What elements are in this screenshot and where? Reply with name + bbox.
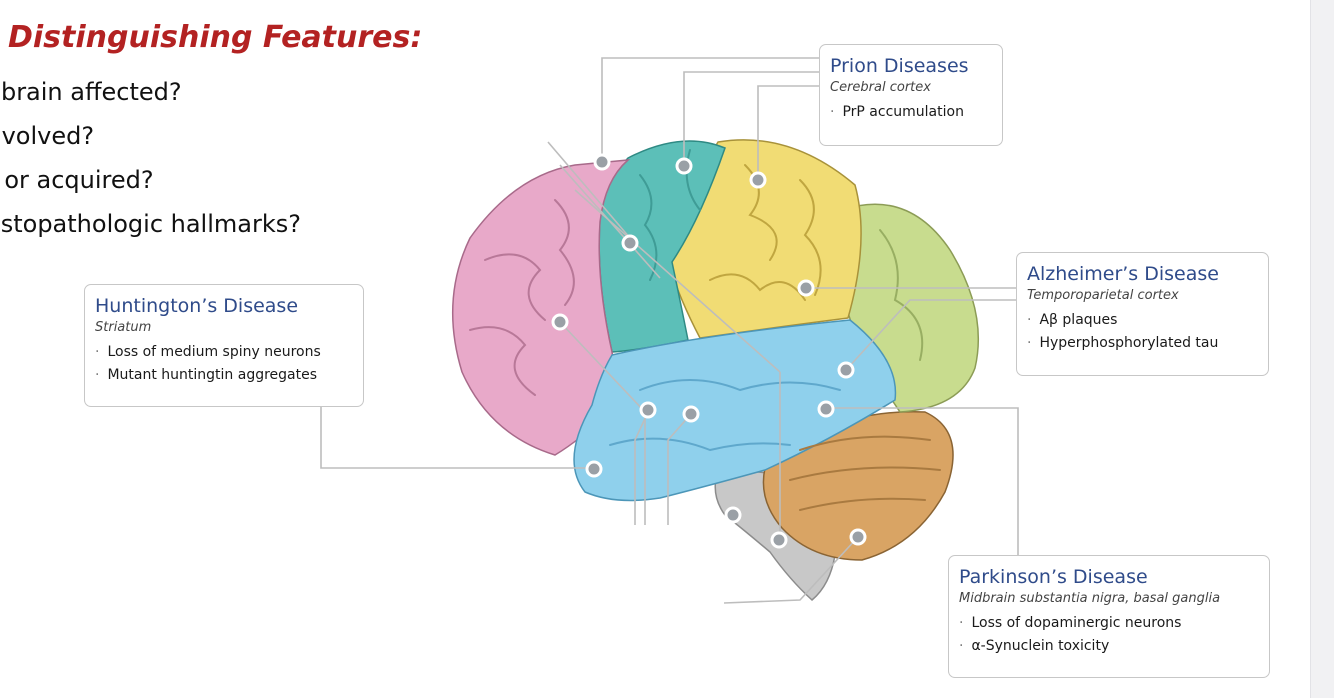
callout-title: Huntington’s Disease: [95, 295, 299, 317]
callout-region: Temporoparietal cortex: [1027, 288, 1179, 303]
callout-title: Alzheimer’s Disease: [1027, 263, 1219, 285]
callout-item: Hyperphosphorylated tau: [1027, 332, 1258, 355]
callout-list: Loss of medium spiny neurons Mutant hunt…: [95, 341, 353, 387]
callout-list: Aβ plaques Hyperphosphorylated tau: [1027, 309, 1258, 355]
callout-region: Cerebral cortex: [830, 80, 931, 95]
callout-item: α-Synuclein toxicity: [959, 635, 1259, 658]
marker-dots: [551, 153, 867, 549]
callout-item: Aβ plaques: [1027, 309, 1258, 332]
callout-title: Prion Diseases: [830, 55, 969, 77]
temporal-lobe: [573, 319, 897, 502]
frontal-lobe: [451, 159, 631, 456]
cerebellum: [762, 411, 954, 561]
leader-lines: [320, 57, 1019, 604]
callout-list: PrP accumulation: [830, 101, 992, 124]
scrollbar-gutter[interactable]: [1310, 0, 1334, 698]
huntingtons-disease-callout: Huntington’s Disease Striatum Loss of me…: [84, 284, 364, 407]
callout-region: Midbrain substantia nigra, basal ganglia: [959, 591, 1221, 606]
question-item: que histopathologic hallmarks?: [0, 210, 301, 238]
question-item: ion of brain affected?: [0, 78, 182, 106]
callout-item: Mutant huntingtin aggregates: [95, 364, 353, 387]
question-item: erited or acquired?: [0, 166, 154, 194]
callout-title: Parkinson’s Disease: [959, 566, 1148, 588]
callout-item: Loss of medium spiny neurons: [95, 341, 353, 364]
callout-list: Loss of dopaminergic neurons α-Synuclein…: [959, 612, 1259, 658]
callout-region: Striatum: [95, 320, 152, 335]
question-item: tein involved?: [0, 122, 95, 150]
question-list: ion of brain affected? tein involved? er…: [0, 70, 301, 246]
slide-title: Distinguishing Features:: [8, 20, 423, 55]
callout-item: Loss of dopaminergic neurons: [959, 612, 1259, 635]
alzheimers-disease-callout: Alzheimer’s Disease Temporoparietal cort…: [1016, 252, 1269, 376]
prion-diseases-callout: Prion Diseases Cerebral cortex PrP accum…: [819, 44, 1003, 146]
callout-item: PrP accumulation: [830, 101, 992, 124]
parkinsons-disease-callout: Parkinson’s Disease Midbrain substantia …: [948, 555, 1270, 678]
